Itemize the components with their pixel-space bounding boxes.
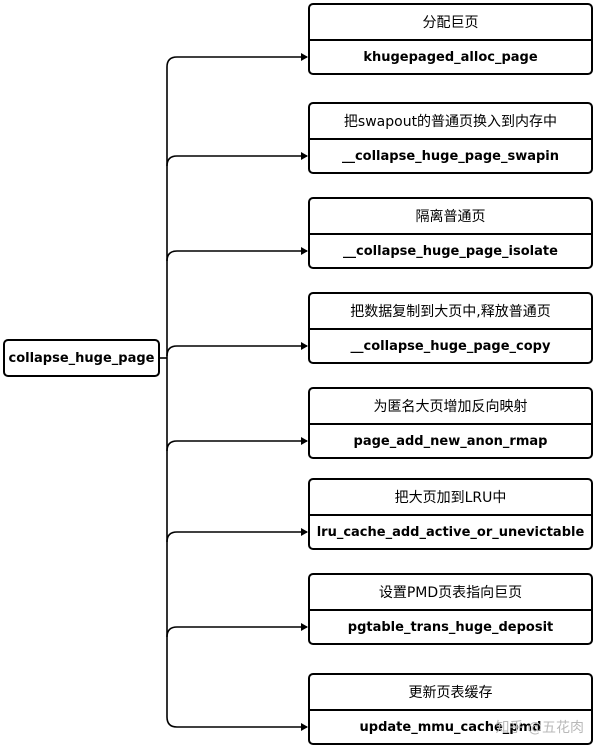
branch-line <box>166 345 307 357</box>
arrowhead <box>301 342 308 350</box>
step-description: 把大页加到LRU中 <box>394 490 507 506</box>
divider <box>310 423 591 425</box>
divider <box>310 138 591 140</box>
divider <box>310 514 591 516</box>
step-description: 把swapout的普通页换入到内存中 <box>343 114 558 130</box>
step-function: lru_cache_add_active_or_unevictable <box>316 524 585 540</box>
arrowhead <box>301 528 308 536</box>
step-card[interactable]: 为匿名大页增加反向映射 page_add_new_anon_rmap <box>308 387 593 459</box>
arrowhead <box>301 723 308 731</box>
branch-line <box>166 155 307 167</box>
branch-line <box>166 531 307 543</box>
step-description: 为匿名大页增加反向映射 <box>373 399 528 415</box>
step-description: 设置PMD页表指向巨页 <box>378 585 523 601</box>
root-label: collapse_huge_page <box>8 350 155 366</box>
step-function: update_mmu_cache_pmd <box>359 719 542 735</box>
step-function: khugepaged_alloc_page <box>363 49 538 65</box>
divider <box>310 609 591 611</box>
step-function: __collapse_huge_page_isolate <box>343 243 558 259</box>
step-description: 分配巨页 <box>422 15 479 31</box>
divider <box>310 709 591 711</box>
arrowhead <box>301 53 308 61</box>
arrowhead <box>301 247 308 255</box>
step-card[interactable]: 更新页表缓存 update_mmu_cache_pmd <box>308 673 593 745</box>
step-card[interactable]: 分配巨页 khugepaged_alloc_page <box>308 3 593 75</box>
arrowhead <box>301 152 308 160</box>
step-description: 更新页表缓存 <box>408 685 493 701</box>
step-function: __collapse_huge_page_swapin <box>341 148 560 164</box>
step-description: 把数据复制到大页中,释放普通页 <box>350 304 551 320</box>
step-card[interactable]: 把swapout的普通页换入到内存中 __collapse_huge_page_… <box>308 102 593 174</box>
step-description: 隔离普通页 <box>415 209 486 225</box>
step-function: __collapse_huge_page_copy <box>350 338 551 354</box>
divider <box>310 328 591 330</box>
step-card[interactable]: 把数据复制到大页中,释放普通页 __collapse_huge_page_cop… <box>308 292 593 364</box>
step-function: pgtable_trans_huge_deposit <box>347 619 554 635</box>
step-card[interactable]: 把大页加到LRU中 lru_cache_add_active_or_unevic… <box>308 478 593 550</box>
branch-line <box>166 56 307 68</box>
step-function: page_add_new_anon_rmap <box>353 433 548 449</box>
divider <box>310 39 591 41</box>
step-card[interactable]: 设置PMD页表指向巨页 pgtable_trans_huge_deposit <box>308 573 593 645</box>
branch-line <box>166 440 307 452</box>
arrowhead <box>301 623 308 631</box>
branch-line <box>166 626 307 638</box>
divider <box>310 233 591 235</box>
root-node[interactable]: collapse_huge_page <box>3 339 160 377</box>
branch-line <box>166 716 307 728</box>
step-card[interactable]: 隔离普通页 __collapse_huge_page_isolate <box>308 197 593 269</box>
branch-line <box>166 250 307 262</box>
watermark: 知乎 @五花肉 <box>495 720 584 736</box>
arrowhead <box>301 437 308 445</box>
